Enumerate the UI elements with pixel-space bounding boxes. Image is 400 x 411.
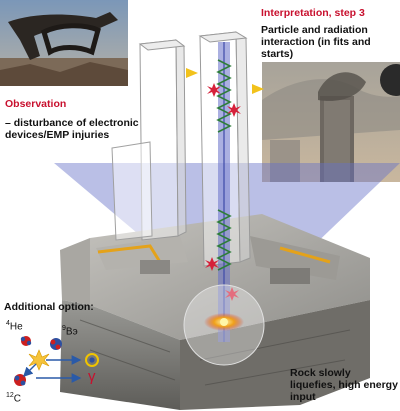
observation-text: – disturbance of electronic devices/EMP … — [5, 117, 139, 141]
helium-label: 4He — [6, 320, 23, 332]
observation-heading: Observation — [5, 98, 67, 110]
reaction-burst — [28, 349, 50, 371]
spark-upper-right — [227, 103, 241, 117]
rock-liquefies-text: Rock slowly liquefies, high energy input — [290, 367, 398, 403]
boron-label: 9Bэ — [62, 325, 78, 337]
additional-option-label: Additional option: — [4, 301, 94, 313]
interpretation-heading: Interpretation, step 3 — [261, 7, 365, 19]
photo-tower-smoke — [262, 62, 400, 182]
photo-debris — [0, 0, 128, 86]
boron-symbol: B — [65, 326, 73, 338]
spark-upper-left — [207, 83, 221, 97]
arrow-to-carbon — [23, 363, 37, 377]
spark-lower-left — [205, 257, 219, 271]
tower-left — [111, 38, 187, 241]
helix-upper — [216, 59, 232, 133]
helium-symbol: He — [9, 321, 23, 333]
helix-lower — [216, 209, 232, 271]
neutron-ring — [85, 353, 99, 367]
interpretation-text: Particle and radiation interaction (in f… — [261, 24, 371, 60]
carbon-symbol: C — [13, 393, 22, 405]
reaction-diagram — [14, 336, 99, 386]
central-shaft — [218, 42, 230, 342]
carbon-mass: 12 — [6, 392, 14, 399]
carbon-label: 12C — [6, 392, 21, 404]
gamma-symbol: γ — [88, 368, 96, 385]
helium-mass: 4 — [6, 320, 10, 327]
boron-suffix: э — [72, 326, 78, 338]
boron-mass: 9 — [62, 325, 66, 332]
yellow-arrow-right — [252, 84, 264, 94]
yellow-arrow-left — [186, 68, 198, 78]
spark-lower-right — [225, 287, 239, 301]
glow-center — [220, 318, 228, 326]
